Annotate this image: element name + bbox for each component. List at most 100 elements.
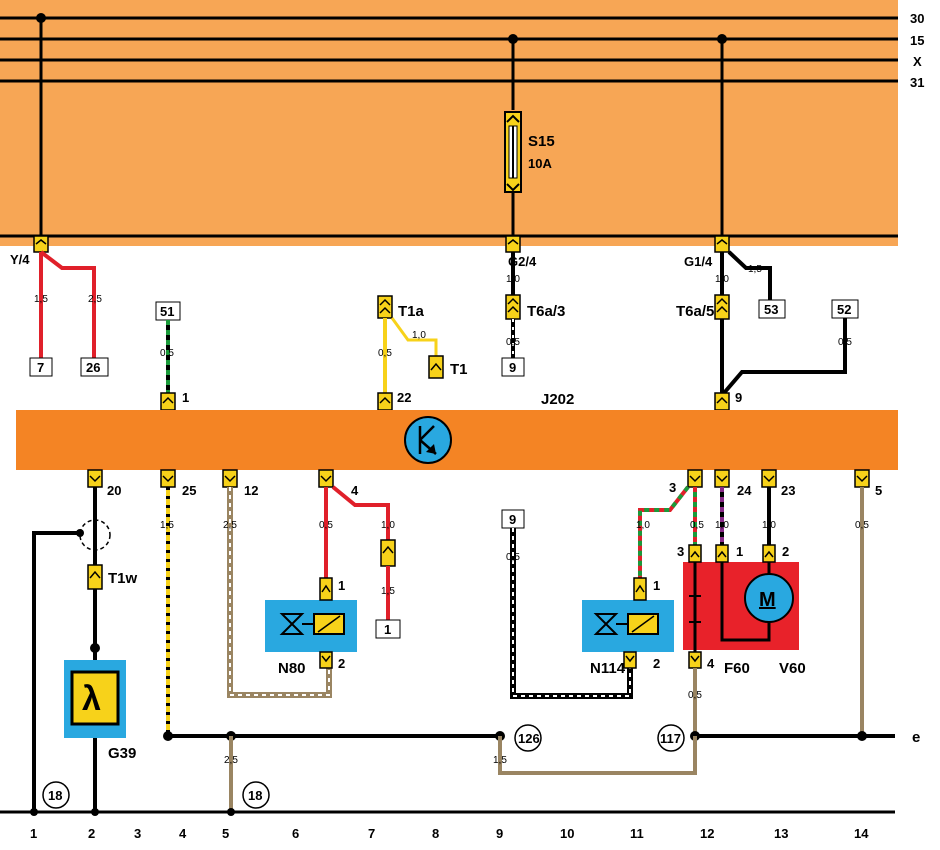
ground-point-117-label: 117: [660, 731, 681, 746]
column-12: 12: [700, 826, 714, 841]
n80-pin-2: [319, 651, 333, 669]
column-2: 2: [88, 826, 95, 841]
junction-dot: [508, 34, 518, 44]
n114-pin-1: [633, 577, 647, 601]
junction-dot: [717, 34, 727, 44]
module-pin-22: [377, 392, 393, 411]
column-9: 9: [496, 826, 503, 841]
f60-pin-4-label: 4: [707, 656, 715, 671]
module-pin-20: [87, 469, 103, 488]
n114-pin-in-label: 1: [653, 578, 660, 593]
terminal-box-53: [758, 299, 786, 319]
motor-icon: [744, 573, 794, 623]
fuse-s15: [504, 111, 522, 193]
gauge-w3b: 0,5: [690, 520, 704, 531]
connector-label-t6a5: T6a/5: [676, 303, 714, 320]
gauge-wt1: 1,0: [412, 330, 426, 341]
gauge-w24: 1,0: [715, 520, 729, 531]
module-pin-4-label: 4: [351, 483, 359, 498]
f60-pin-1-label: 1: [736, 544, 743, 559]
module-pin-5: [854, 469, 870, 488]
n80-pin-out-label: 2: [338, 656, 345, 671]
terminal-box-9-top: [501, 357, 525, 377]
bus-label-x: X: [913, 54, 922, 69]
junction-dot: [36, 13, 46, 23]
column-10: 10: [560, 826, 574, 841]
connector-label-t1a: T1a: [398, 303, 425, 320]
control-module-j202: [16, 410, 898, 470]
column-8: 8: [432, 826, 439, 841]
connector-y4: [33, 235, 49, 253]
gauge-w4a: 0,5: [319, 520, 333, 531]
module-pin-1-label: 1: [182, 390, 189, 405]
n114-label: N114: [590, 660, 626, 677]
wire-y4-red: [39, 250, 96, 358]
gauge-w22: 0,5: [378, 348, 392, 359]
valve-n80: [265, 600, 357, 652]
terminal-26-label: 26: [86, 360, 100, 375]
lambda-sensor-g39: [64, 660, 126, 738]
connector-g14: [714, 235, 730, 253]
module-pin-24: [714, 469, 730, 488]
bus-label-30: 30: [910, 11, 924, 26]
shield-circle: [79, 519, 111, 551]
connector-t6a3: [505, 294, 521, 320]
connector-g24: [505, 235, 521, 253]
connector-t6a5: [714, 294, 730, 320]
terminal-51-label: 51: [160, 304, 174, 319]
module-pin-4: [318, 469, 334, 488]
module-pin-23-label: 23: [781, 483, 795, 498]
column-13: 13: [774, 826, 788, 841]
ground-point-18-b: [242, 781, 270, 809]
gauge-w5: 0,5: [855, 520, 869, 531]
bus-feeds: [39, 18, 724, 236]
module-pin-25-label: 25: [182, 483, 196, 498]
module-pin-9-label: 9: [735, 390, 742, 405]
terminal-box-26: [80, 357, 109, 377]
f60-pin-3: [688, 544, 702, 563]
valve-n114: [582, 600, 674, 652]
terminal-9-bottom-label: 9: [509, 512, 516, 527]
power-bus-panel: [0, 0, 898, 246]
terminal-9-top-label: 9: [509, 360, 516, 375]
v60-pin-2: [762, 544, 776, 563]
bus-label-31: 31: [910, 75, 924, 90]
terminal-7-label: 7: [37, 360, 44, 375]
terminal-52-label: 52: [837, 302, 851, 317]
inline-connector: [380, 539, 396, 567]
ground-point-117: [657, 724, 685, 752]
terminal-box-7: [29, 357, 53, 377]
bus-lines: [0, 16, 898, 238]
column-1: 1: [30, 826, 37, 841]
module-pin-12: [222, 469, 238, 488]
terminal-box-1: [375, 619, 401, 639]
module-pin-3-label: 3: [669, 480, 676, 495]
g39-label: G39: [108, 745, 136, 762]
motor-symbol: M: [759, 589, 776, 611]
v60-pin-2-label: 2: [782, 544, 789, 559]
module-pin-12-label: 12: [244, 483, 258, 498]
connector-t1w: [87, 564, 103, 590]
gauge-y4-b: 2,5: [88, 294, 102, 305]
connector-t1: [428, 355, 444, 379]
column-6: 6: [292, 826, 299, 841]
module-id: J202: [541, 391, 574, 408]
connector-label-t1w: T1w: [108, 570, 138, 587]
module-pin-22-label: 22: [397, 390, 411, 405]
module-pin-9: [714, 392, 730, 411]
bus-label-15: 15: [910, 33, 924, 48]
n114-pin-2: [623, 651, 637, 669]
n80-pin-in-label: 1: [338, 578, 345, 593]
ground-point-126: [514, 724, 542, 752]
gauge-w9: 0,5: [506, 552, 520, 563]
n80-label: N80: [278, 660, 306, 677]
column-4: 4: [179, 826, 187, 841]
gauge-gnd: 2,5: [224, 755, 238, 766]
connector-t1a: [377, 295, 393, 319]
ground-point-18-a: [42, 781, 70, 809]
gauge-w51: 0,5: [160, 348, 174, 359]
n114-pin-out-label: 2: [653, 656, 660, 671]
ground-point-126-label: 126: [518, 731, 540, 746]
gauge-t6a3: 0,5: [506, 337, 520, 348]
gauge-w126: 1,5: [493, 755, 507, 766]
